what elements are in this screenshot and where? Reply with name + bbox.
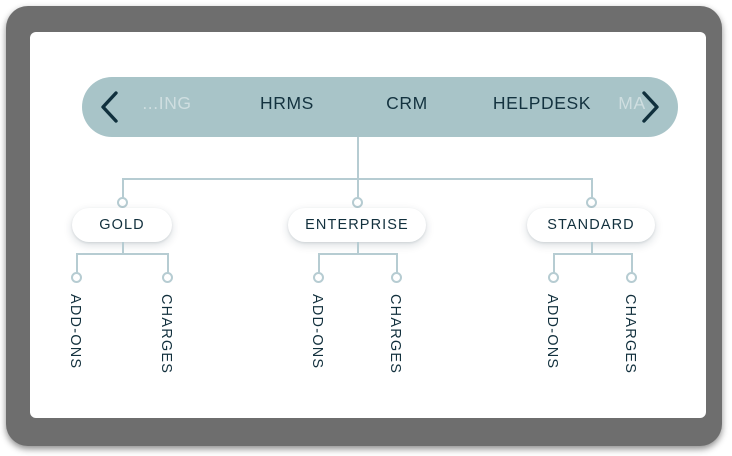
connector-dot-enterprise-charges [391, 272, 402, 283]
connector-gold-charges-drop [167, 253, 169, 277]
device-frame: ...ING HRMS CRM HELPDESK MA GOLD [6, 6, 722, 446]
connector-dot-gold-charges [162, 272, 173, 283]
tab-crm[interactable]: CRM [386, 93, 428, 113]
connector-enterprise-stem [357, 242, 359, 254]
connector-dot-gold [117, 197, 128, 208]
tab-ma-truncated[interactable]: MA [618, 93, 646, 113]
connector-gold-addons-drop [76, 253, 78, 277]
tab-hrms[interactable]: HRMS [260, 93, 314, 113]
connector-enterprise-bus [318, 253, 398, 255]
connector-standard-stem [591, 242, 593, 254]
connector-dot-standard-addons [548, 272, 559, 283]
connector-root-stem [357, 137, 359, 179]
connector-drop-gold [122, 178, 124, 202]
connector-dot-standard [586, 197, 597, 208]
chevron-left-icon[interactable] [88, 77, 132, 137]
connector-drop-enterprise [357, 178, 359, 202]
connector-dot-standard-charges [626, 272, 637, 283]
connector-drop-standard [591, 178, 593, 202]
chevron-right-icon[interactable] [628, 77, 672, 137]
module-tab-bar[interactable]: ...ING HRMS CRM HELPDESK MA [82, 77, 678, 137]
connector-enterprise-charges-drop [396, 253, 398, 277]
node-gold[interactable]: GOLD [72, 208, 172, 242]
leaf-standard-charges[interactable]: CHARGES [622, 294, 638, 375]
hierarchy-tree: GOLD ADD-ONS CHARGES ENTERPRISE ADD-ONS … [30, 32, 706, 418]
leaf-enterprise-charges[interactable]: CHARGES [387, 294, 403, 375]
connector-standard-charges-drop [631, 253, 633, 277]
tab-billing-truncated[interactable]: ...ING [142, 93, 192, 113]
tab-helpdesk[interactable]: HELPDESK [492, 93, 592, 113]
connector-gold-bus [76, 253, 169, 255]
node-enterprise[interactable]: ENTERPRISE [288, 208, 426, 242]
leaf-gold-add-ons[interactable]: ADD-ONS [67, 294, 83, 370]
connector-dot-enterprise-addons [313, 272, 324, 283]
connector-enterprise-addons-drop [318, 253, 320, 277]
node-standard[interactable]: STANDARD [527, 208, 655, 242]
leaf-standard-add-ons[interactable]: ADD-ONS [544, 294, 560, 370]
connector-dot-enterprise [352, 197, 363, 208]
connector-standard-addons-drop [553, 253, 555, 277]
screen-content-area: ...ING HRMS CRM HELPDESK MA GOLD [30, 32, 706, 418]
connector-dot-gold-addons [71, 272, 82, 283]
connector-gold-stem [122, 242, 124, 254]
leaf-enterprise-add-ons[interactable]: ADD-ONS [309, 294, 325, 370]
connector-standard-bus [553, 253, 633, 255]
leaf-gold-charges[interactable]: CHARGES [158, 294, 174, 375]
